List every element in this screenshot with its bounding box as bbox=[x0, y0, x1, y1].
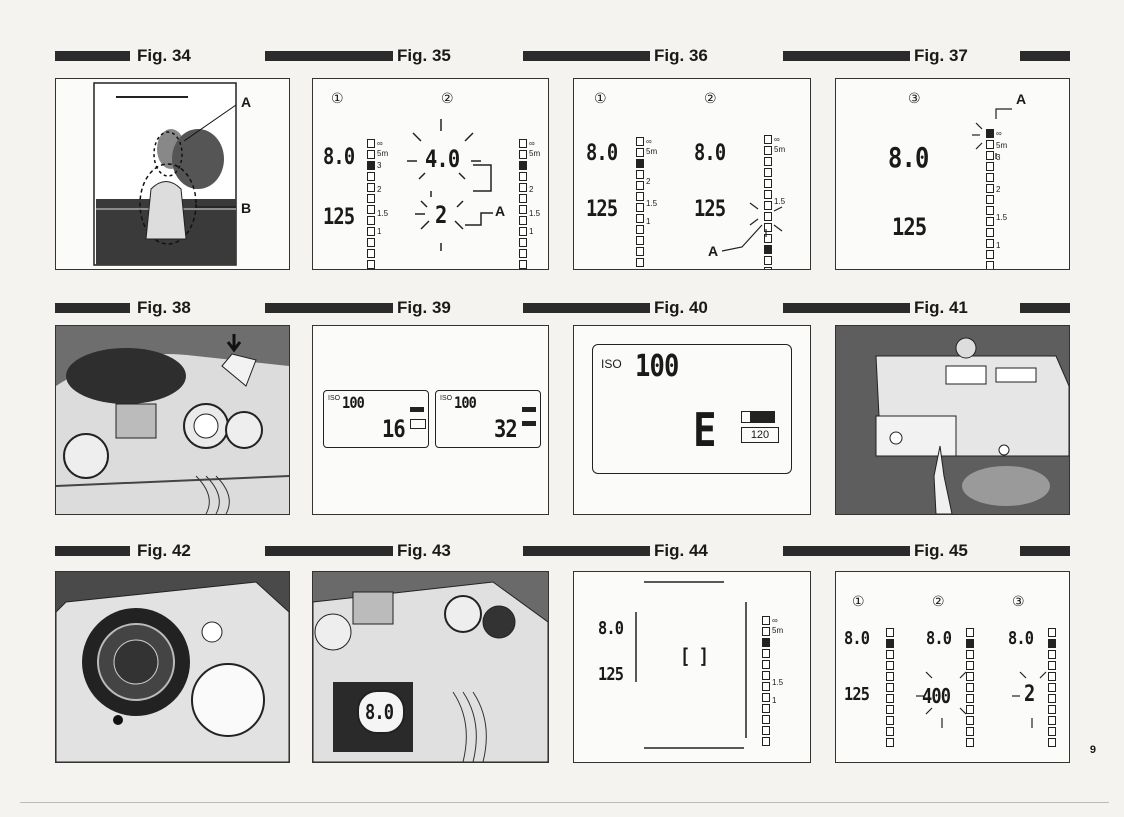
fig-41-camera-bottom-photo bbox=[836, 326, 1069, 514]
lcd-window: ISO 100 E 120 bbox=[592, 344, 792, 474]
fig-38-label: Fig. 38 bbox=[133, 298, 195, 318]
film-type-icon bbox=[410, 419, 426, 429]
scale-2: 2 bbox=[529, 185, 533, 194]
fig-45-panel: ① ② ③ 8.0 125 8.0 400 8.0 2 bbox=[835, 571, 1070, 763]
iso-value: 100 bbox=[635, 349, 679, 384]
fig-41-panel bbox=[835, 325, 1070, 515]
fig-35-blink-marks bbox=[313, 79, 548, 269]
battery-icon bbox=[522, 407, 536, 412]
fig-34-illustration bbox=[56, 79, 289, 269]
iso-value: 100 bbox=[342, 393, 364, 412]
film-type-icon bbox=[522, 421, 536, 426]
shutter-readout-blinking: 2 bbox=[435, 201, 446, 229]
fig-43-panel: 8.0 bbox=[312, 571, 549, 763]
fig-41-label: Fig. 41 bbox=[910, 298, 972, 318]
scale-inf: ∞ bbox=[529, 139, 535, 148]
fig-34-panel: A B bbox=[55, 78, 290, 270]
focus-bracket: [ ] bbox=[680, 644, 708, 668]
fig-37-blink-marks bbox=[836, 79, 1069, 269]
fig-37-panel: ③ A 8.0 125 ∞ 5m 3 2 1.5 1 bbox=[835, 78, 1070, 270]
scale-1-5: 1.5 bbox=[996, 213, 1007, 222]
fig-42-dial-photo bbox=[56, 572, 289, 762]
distance-scale bbox=[762, 616, 770, 748]
iso-label: ISO bbox=[328, 395, 340, 402]
fig-39-label: Fig. 39 bbox=[393, 298, 455, 318]
distance-scale bbox=[519, 139, 527, 270]
scale-1-5: 1.5 bbox=[529, 209, 540, 218]
fig-45-label: Fig. 45 bbox=[910, 541, 972, 561]
fig-35-label: Fig. 35 bbox=[393, 46, 455, 66]
aperture-readout-blinking: 4.0 bbox=[425, 145, 459, 173]
fig-44-panel: 8.0 125 [ ] ∞ 5m 1.5 1 bbox=[573, 571, 811, 763]
scale-1: 1 bbox=[529, 227, 533, 236]
aperture-readout: 8.0 bbox=[888, 141, 928, 174]
scale-5m: 5m bbox=[996, 141, 1007, 150]
scale-inf: ∞ bbox=[772, 616, 778, 625]
shutter-readout: 125 bbox=[598, 664, 623, 685]
footer-rule bbox=[20, 802, 1109, 803]
fig-40-label: Fig. 40 bbox=[650, 298, 712, 318]
fig-39-panel: ISO 100 16 ISO 100 32 bbox=[312, 325, 549, 515]
fig-43-label: Fig. 43 bbox=[393, 541, 455, 561]
scale-5m: 5m bbox=[772, 626, 783, 635]
scale-inf: ∞ bbox=[996, 129, 1002, 138]
fig-36-label: Fig. 36 bbox=[650, 46, 712, 66]
scale-3: 3 bbox=[996, 153, 1000, 162]
fig-38-camera-top-photo bbox=[56, 326, 289, 514]
fig-36-blink-marks bbox=[574, 79, 810, 269]
fig-43-camera-photo bbox=[313, 572, 548, 762]
scale-1: 1 bbox=[996, 241, 1000, 250]
scale-2: 2 bbox=[996, 185, 1000, 194]
iso-value: 100 bbox=[454, 393, 476, 412]
lcd-window-32: ISO 100 32 bbox=[435, 390, 541, 448]
iso-label: ISO bbox=[440, 395, 452, 402]
label-a: A bbox=[241, 94, 251, 110]
label-a: A bbox=[708, 243, 718, 259]
fig-42-panel bbox=[55, 571, 290, 763]
fig-40-panel: ISO 100 E 120 bbox=[573, 325, 811, 515]
fig-44-label: Fig. 44 bbox=[650, 541, 712, 561]
scale-1: 1 bbox=[772, 696, 776, 705]
frame-counter: 16 bbox=[382, 415, 405, 443]
frame-counter: 32 bbox=[494, 415, 517, 443]
distance-scale bbox=[986, 129, 994, 270]
fig-35-panel: ① ② 8.0 125 ∞ 5m 3 2 1.5 1 4.0 2 A ∞ 5m … bbox=[312, 78, 549, 270]
fig-36-panel: ① ② 8.0 125 ∞ 5m 2 1.5 1 8.0 125 ∞ 5m 1.… bbox=[573, 78, 811, 270]
lcd-callout: 8.0 bbox=[357, 690, 405, 734]
fig-45-blink-marks bbox=[836, 572, 1069, 762]
label-a: A bbox=[495, 203, 505, 219]
film-format-box: 120 bbox=[741, 427, 779, 443]
shutter-readout: 125 bbox=[892, 213, 926, 241]
frame-counter-empty: E bbox=[693, 403, 716, 457]
battery-icon bbox=[410, 407, 424, 412]
iso-label: ISO bbox=[601, 357, 622, 371]
aperture-readout: 8.0 bbox=[365, 700, 393, 724]
scale-5m: 5m bbox=[529, 149, 540, 158]
fig-38-panel bbox=[55, 325, 290, 515]
aperture-readout: 8.0 bbox=[598, 618, 623, 639]
lcd-window-16: ISO 100 16 bbox=[323, 390, 429, 448]
scale-1-5: 1.5 bbox=[772, 678, 783, 687]
fig-42-label: Fig. 42 bbox=[133, 541, 195, 561]
page-number: 9 bbox=[1090, 744, 1096, 756]
label-b: B bbox=[241, 200, 251, 216]
fig-37-label: Fig. 37 bbox=[910, 46, 972, 66]
battery-icon bbox=[741, 411, 775, 423]
fig-34-label: Fig. 34 bbox=[133, 46, 195, 66]
